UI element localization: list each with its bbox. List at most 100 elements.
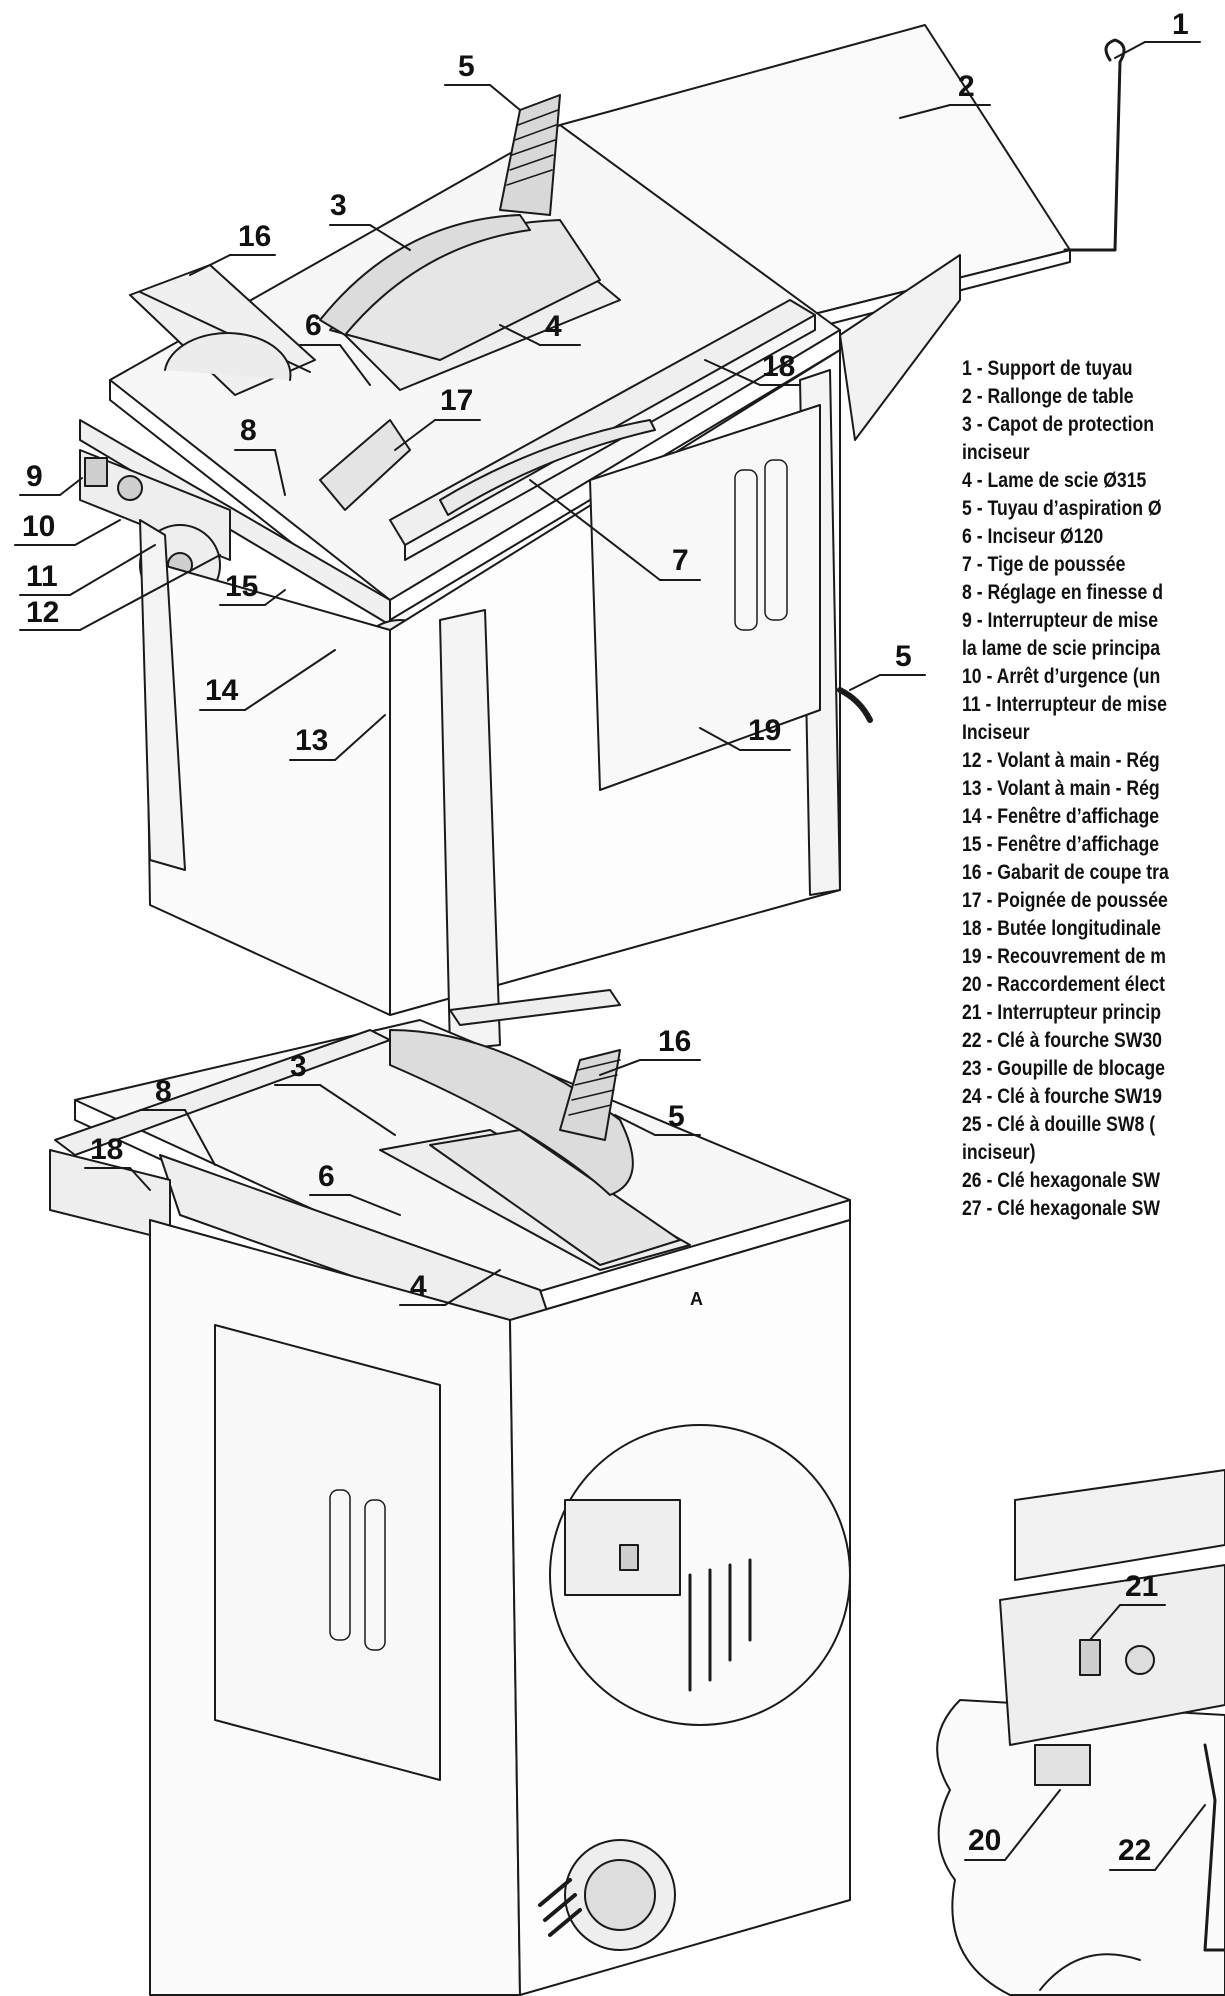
legend-item: 22 - Clé à fourche SW30 <box>962 1029 1162 1052</box>
callout-b5: 5 <box>614 1100 701 1136</box>
svg-text:8: 8 <box>240 414 257 447</box>
legend-item: 11 - Interrupteur de mise <box>962 693 1167 716</box>
callout-8: 8 <box>234 414 286 496</box>
legend-item: inciseur <box>962 441 1030 464</box>
svg-text:13: 13 <box>295 724 328 757</box>
svg-text:18: 18 <box>90 1133 123 1166</box>
svg-text:9: 9 <box>26 460 43 493</box>
callout-9: 9 <box>19 460 83 496</box>
legend-item: inciseur) <box>962 1141 1036 1164</box>
svg-text:16: 16 <box>238 220 271 253</box>
legend-item: 5 - Tuyau d’aspiration Ø <box>962 497 1162 520</box>
callout-1: 1 <box>1114 8 1201 59</box>
legend-item: 2 - Rallonge de table <box>962 385 1134 408</box>
svg-text:5: 5 <box>895 640 912 673</box>
top-callouts: 1 2 3 4 5 5 6 7 8 9 10 11 12 13 14 <box>14 8 1201 761</box>
callout-10: 10 <box>14 510 121 546</box>
callout-5b: 5 <box>849 640 926 691</box>
bottom-saw-illustration: A <box>49 989 851 1996</box>
legend-item: 16 - Gabarit de coupe tra <box>962 861 1169 884</box>
parts-legend: 1 - Support de tuyau 2 - Rallonge de tabl… <box>962 355 1183 1223</box>
callout-b8: 8 <box>139 1075 216 1166</box>
legend-item: la lame de scie principa <box>962 637 1161 660</box>
legend-item: 6 - Inciseur Ø120 <box>962 525 1104 548</box>
svg-text:12: 12 <box>26 596 59 629</box>
legend-item: 21 - Interrupteur princip <box>962 1001 1161 1024</box>
callout-18: 18 <box>704 350 801 386</box>
svg-text:8: 8 <box>155 1075 172 1108</box>
machine-mark: A <box>690 1289 703 1309</box>
callout-b4: 4 <box>399 1269 501 1306</box>
legend-item: 7 - Tige de poussée <box>962 553 1126 576</box>
svg-text:3: 3 <box>290 1050 307 1083</box>
legend-item: 12 - Volant à main - Rég <box>962 749 1160 772</box>
callout-22: 22 <box>1109 1804 1206 1871</box>
detail-callouts: 20 21 22 <box>964 1570 1206 1871</box>
callout-20: 20 <box>964 1789 1061 1861</box>
bottom-callouts: 3 4 5 6 8 16 18 <box>84 1025 701 1306</box>
callout-4: 4 <box>499 310 581 346</box>
callout-b6: 6 <box>309 1160 401 1216</box>
svg-text:5: 5 <box>668 1100 685 1133</box>
legend-item: 13 - Volant à main - Rég <box>962 777 1160 800</box>
svg-text:21: 21 <box>1125 1570 1158 1603</box>
callout-b18: 18 <box>84 1133 151 1191</box>
callout-7: 7 <box>529 479 701 581</box>
svg-text:6: 6 <box>318 1160 335 1193</box>
callout-12: 12 <box>19 554 221 631</box>
callout-17: 17 <box>394 384 481 451</box>
legend-item: 19 - Recouvrement de m <box>962 945 1166 968</box>
legend-item: 4 - Lame de scie Ø315 <box>962 469 1147 492</box>
callout-2: 2 <box>899 70 991 119</box>
svg-text:17: 17 <box>440 384 473 417</box>
callout-b16: 16 <box>599 1025 701 1076</box>
svg-text:19: 19 <box>748 714 781 747</box>
legend-item: 14 - Fenêtre d’affichage <box>962 805 1160 828</box>
legend-item: 23 - Goupille de blocage <box>962 1057 1165 1080</box>
callout-16: 16 <box>189 220 276 276</box>
legend-item: 27 - Clé hexagonale SW <box>962 1197 1161 1220</box>
callout-6: 6 <box>299 309 371 386</box>
legend-item: 26 - Clé hexagonale SW <box>962 1169 1161 1192</box>
legend-item: 8 - Réglage en finesse d <box>962 581 1163 604</box>
legend-item: 3 - Capot de protection <box>962 413 1155 436</box>
svg-text:10: 10 <box>22 510 55 543</box>
svg-text:20: 20 <box>968 1824 1001 1857</box>
legend-item: 10 - Arrêt d’urgence (un <box>962 665 1161 688</box>
svg-text:18: 18 <box>762 350 795 383</box>
svg-text:5: 5 <box>458 50 475 83</box>
legend-item: 15 - Fenêtre d’affichage <box>962 833 1160 856</box>
legend-item: 1 - Support de tuyau <box>962 357 1133 380</box>
callout-19: 19 <box>699 714 791 751</box>
callout-b3: 3 <box>274 1050 396 1136</box>
legend-item: 9 - Interrupteur de mise <box>962 609 1159 632</box>
svg-text:11: 11 <box>26 560 58 593</box>
svg-text:6: 6 <box>305 309 322 342</box>
callout-5a: 5 <box>444 50 521 111</box>
callout-3: 3 <box>329 189 411 251</box>
legend-item: 17 - Poignée de poussée <box>962 889 1168 912</box>
callout-21: 21 <box>1089 1570 1166 1641</box>
svg-text:2: 2 <box>958 70 975 103</box>
legend-item: 18 - Butée longitudinale <box>962 917 1161 940</box>
detail-inset <box>936 1469 1225 1996</box>
svg-text:4: 4 <box>410 1270 427 1303</box>
svg-text:15: 15 <box>225 570 258 603</box>
svg-text:1: 1 <box>1172 8 1189 41</box>
callout-11: 11 <box>19 544 156 596</box>
callout-15: 15 <box>219 570 286 606</box>
svg-text:4: 4 <box>545 310 562 343</box>
svg-text:14: 14 <box>205 674 239 707</box>
legend-item: 25 - Clé à douille SW8 ( <box>962 1113 1156 1136</box>
svg-text:22: 22 <box>1118 1834 1151 1867</box>
svg-text:16: 16 <box>658 1025 691 1058</box>
top-saw-illustration <box>79 24 1126 1051</box>
callout-13: 13 <box>289 714 386 761</box>
svg-text:3: 3 <box>330 189 347 222</box>
legend-item: 24 - Clé à fourche SW19 <box>962 1085 1162 1108</box>
svg-text:7: 7 <box>672 544 689 577</box>
legend-item: 20 - Raccordement élect <box>962 973 1165 996</box>
legend-item: Inciseur <box>962 721 1030 744</box>
callout-14: 14 <box>199 649 336 711</box>
